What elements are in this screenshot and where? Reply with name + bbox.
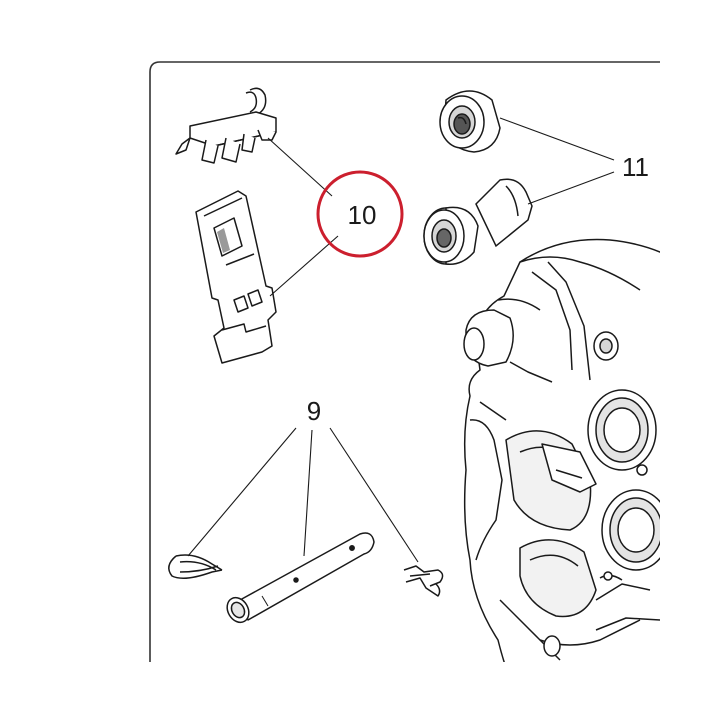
- callout-11: 11: [622, 152, 649, 182]
- bushing-lower: [423, 178, 533, 265]
- spring-clip-upper: [175, 87, 277, 164]
- callout-10: 10: [348, 200, 377, 230]
- brake-caliper: [463, 238, 660, 662]
- highlight-circle: [316, 170, 404, 258]
- leader-lines-10: [267, 137, 339, 297]
- r-clip-right: [403, 565, 444, 597]
- r-clip-left: [168, 554, 223, 579]
- clevis-pin: [226, 532, 375, 624]
- spring-plate-lower: [195, 190, 277, 364]
- bushing-upper: [439, 90, 501, 153]
- leader-lines-11: [499, 117, 615, 205]
- leader-lines-9: [187, 427, 419, 563]
- callout-9: 9: [307, 396, 321, 426]
- diagram-frame: [149, 61, 660, 662]
